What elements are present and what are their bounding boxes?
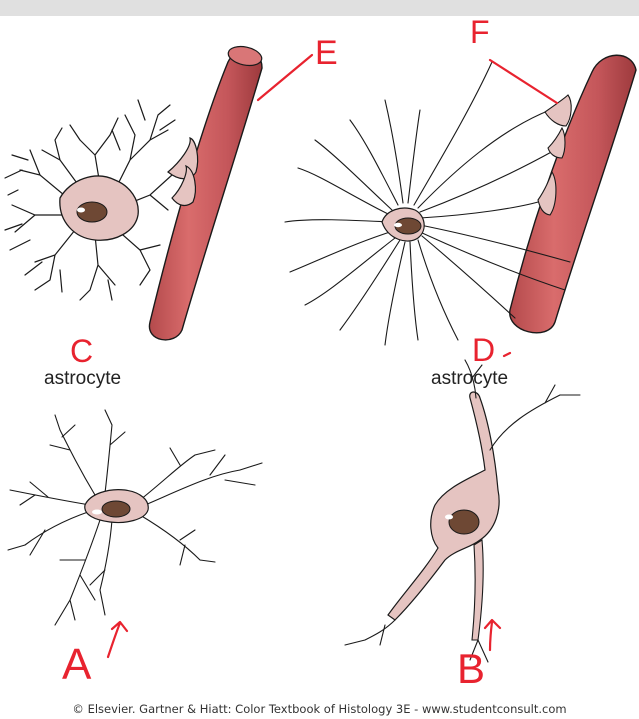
cell-a-nucleus [101,500,131,518]
panel-d-caption: astrocyte [431,368,509,389]
astrocyte-d-processes [284,61,571,346]
cell-b-nucleus-highlight [445,514,453,520]
panel-d-astrocyte [284,54,637,346]
astrocyte-c-nucleus [76,201,108,223]
pointer-line-e [256,53,314,102]
cell-a-nucleus-highlight [92,509,102,515]
cell-b-body [387,391,500,621]
marker-e: E [315,34,338,72]
blood-vessel-d [509,54,637,334]
astrocyte-d-nucleus-highlight [394,222,402,228]
top-band [0,0,639,16]
astrocyte-d-endfoot-1 [544,94,572,127]
d-dash-mark [502,351,512,358]
pointer-line-f [488,58,559,105]
cell-b-nucleus [448,509,480,535]
astrocyte-c-endfoot-1 [167,137,199,180]
panel-b-letter: B [457,645,486,692]
astrocyte-c-endfoot-2 [171,164,196,207]
astrocyte-d-endfoot-3 [537,170,557,216]
cell-b-branches [344,359,581,663]
cell-b-process-right [471,539,484,641]
astrocyte-d-endfoot-2 [547,126,566,159]
panel-c-letter: C [70,333,94,369]
marker-f: F [470,14,490,50]
panel-d-letter: D [472,332,496,368]
panel-a-letter: A [62,640,92,689]
blood-vessel-c [148,45,263,341]
arrow-a-mark [106,620,129,659]
annotation-marks [106,53,559,659]
panel-a-cell [7,409,263,626]
panel-b-cell [344,359,581,663]
panel-c-caption: astrocyte [44,368,122,389]
panel-c-astrocyte [4,45,263,341]
astrocyte-c-nucleus-highlight [77,207,85,213]
arrow-b-mark [483,618,502,652]
cell-a-processes [7,409,263,626]
figure-credit: © Elsevier. Gartner & Hiatt: Color Textb… [72,702,567,716]
